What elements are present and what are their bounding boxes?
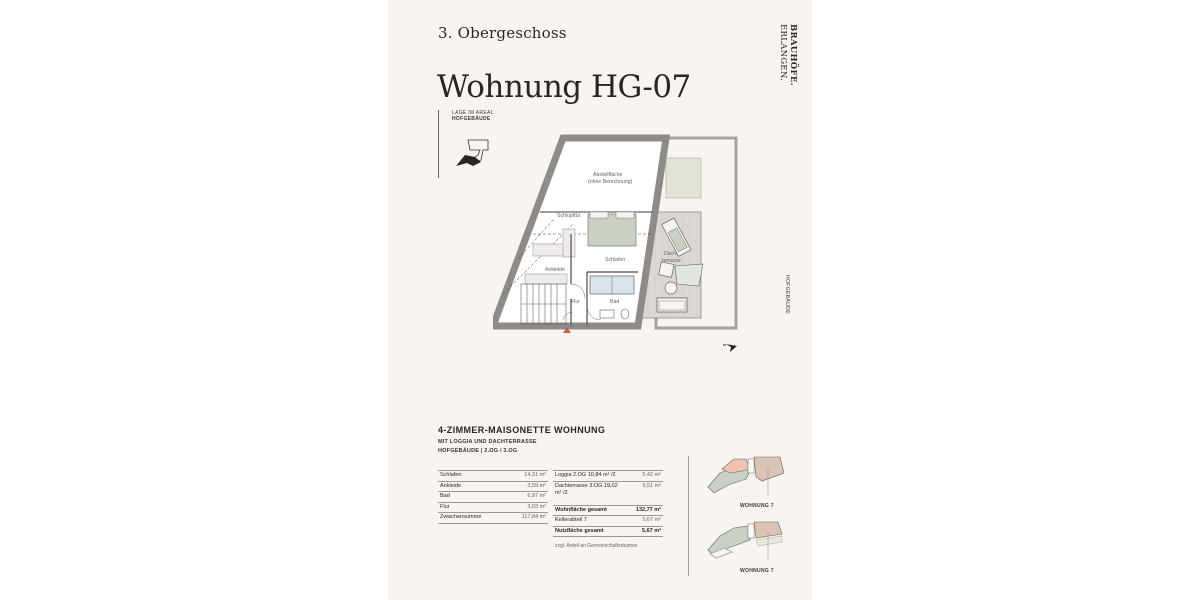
- location-label: LAGE IM AREAL: [452, 110, 494, 116]
- site-map-icon: [456, 139, 489, 166]
- room-label-terrace-2: terrasse: [662, 258, 681, 264]
- apartment-features: MIT LOGGIA UND DACHTERRASSE: [438, 439, 537, 445]
- room-label-storage-note: (ohne Berechnung): [588, 179, 633, 185]
- apartment-location: HOFGEBÄUDE | 2.OG / 3.OG: [438, 448, 518, 454]
- location-building: HOFGEBÄUDE: [452, 116, 491, 122]
- room-label-bath: Bad: [610, 299, 619, 305]
- brand-city: ERLANGEN.: [778, 24, 788, 82]
- room-label-hatch: Schlupftür: [557, 213, 581, 219]
- area-footnote: zzgl. Anteil an Gemeinschaftsräumen: [555, 543, 638, 549]
- room-label-terrace-1: Dach-: [664, 251, 678, 257]
- page-title: Wohnung HG-07: [437, 68, 691, 105]
- location-indicator: LAGE IM AREAL HOFGEBÄUDE: [438, 110, 494, 178]
- room-label-storage: Abstellfläche: [593, 172, 623, 178]
- floor-subtitle: 3. Obergeschoss: [438, 24, 567, 42]
- entrance-marker-icon: [563, 327, 571, 333]
- room-label-walkin: Ankleide: [545, 267, 565, 273]
- building-side-label: HOFGEBÄUDE: [784, 275, 790, 315]
- room-label-bedroom: Schlafen: [605, 257, 625, 263]
- apartment-info: 4-ZIMMER-MAISONETTE WOHNUNG MIT LOGGIA U…: [438, 425, 605, 456]
- floor-plan: Abstellfläche (ohne Berechnung) Schlupft…: [493, 134, 738, 333]
- room-label-hall: Flur: [571, 299, 580, 305]
- brand-name: BRAUHÖFE.: [788, 24, 798, 86]
- mini-plan-label-1: WOHNUNG 7: [740, 503, 774, 509]
- mini-plan-3og: [707, 521, 783, 560]
- brand-logo: BRAUHÖFE. ERLANGEN.: [776, 24, 806, 86]
- apartment-type: 4-ZIMMER-MAISONETTE WOHNUNG: [438, 425, 606, 435]
- floorplan-sheet: 3. Obergeschoss Wohnung HG-07 BRAUHÖFE. …: [388, 0, 812, 600]
- mini-plan-2og: [707, 456, 785, 495]
- divider: [688, 456, 689, 576]
- mini-plan-label-2: WOHNUNG 7: [740, 568, 774, 574]
- north-arrow-icon: [723, 344, 737, 352]
